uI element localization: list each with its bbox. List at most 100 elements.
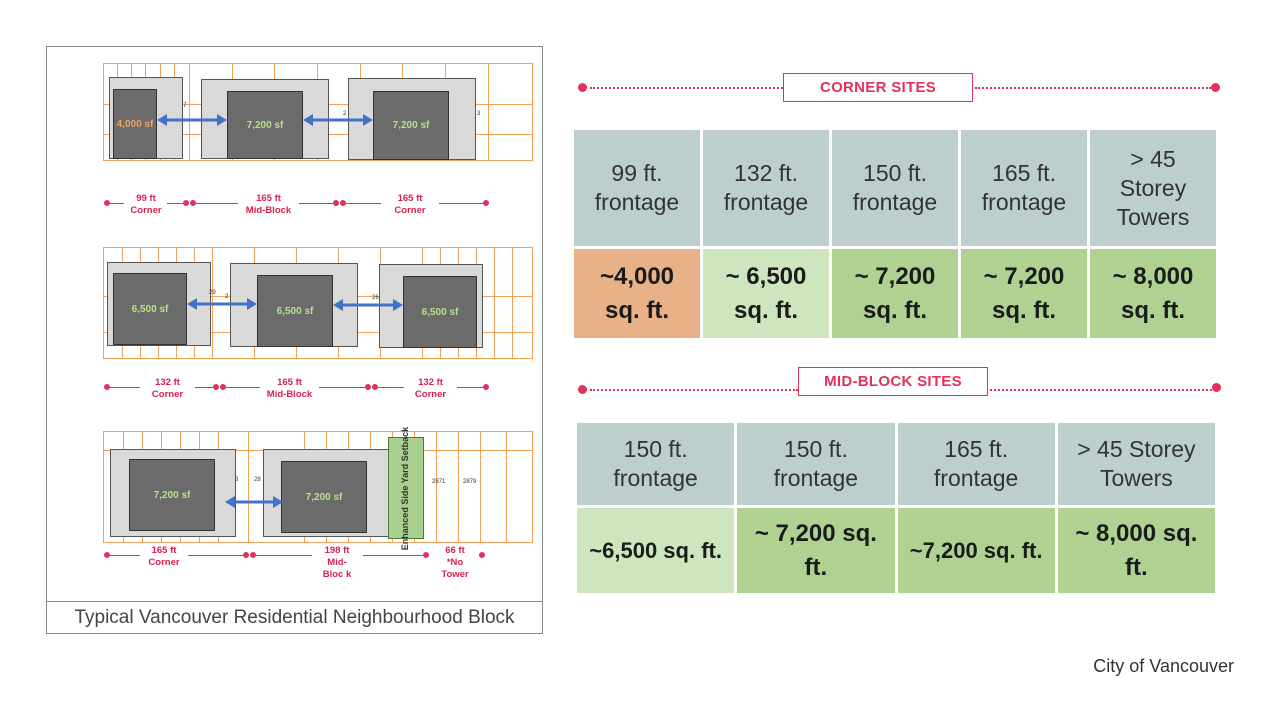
dotted-rule <box>975 87 1211 89</box>
tower-footprint: 6,500 sf <box>403 276 477 348</box>
dimension-dot <box>483 200 489 206</box>
dimension-line <box>457 387 485 388</box>
lot-number: 26 <box>372 295 379 301</box>
dimension-dot <box>190 200 196 206</box>
table-value-cell: ~4,000 sq. ft. <box>574 249 700 338</box>
dimension-line <box>319 387 365 388</box>
dot-marker <box>578 83 587 92</box>
dimension-dot <box>104 552 110 558</box>
dimension-line <box>110 203 124 204</box>
lot-number: 2 <box>225 294 229 300</box>
dimension-dot <box>213 384 219 390</box>
table-header-cell: 165 ft. frontage <box>961 130 1087 246</box>
dot-marker <box>1212 383 1221 392</box>
corner-sites-title: CORNER SITES <box>783 73 973 102</box>
tower-footprint: 7,200 sf <box>373 91 449 160</box>
mid-block-sites-table: 150 ft. frontage 150 ft. frontage 165 ft… <box>577 423 1215 593</box>
lot-number: 2879 <box>463 479 477 485</box>
dimension-line <box>363 555 423 556</box>
dot-marker <box>1211 83 1220 92</box>
lot-number: 7 <box>183 103 187 109</box>
dimension-dot <box>479 552 485 558</box>
dimension-dot <box>365 384 371 390</box>
dimension-line <box>256 555 312 556</box>
mid-block-sites-title: MID-BLOCK SITES <box>798 367 988 396</box>
separation-arrow-icon <box>157 114 227 126</box>
table-header-cell: > 45 Storey Towers <box>1057 423 1215 505</box>
diagram-caption: Typical Vancouver Residential Neighbourh… <box>47 601 542 633</box>
lot-number: 3 <box>477 111 481 117</box>
table-value-cell: ~6,500 sq. ft. <box>577 508 735 593</box>
table-header-cell: 150 ft. frontage <box>577 423 735 505</box>
separation-arrow-icon <box>303 114 373 126</box>
dimension-label: 66 ft*No Tower <box>441 545 469 580</box>
dot-marker <box>578 385 587 394</box>
tower-footprint: 7,200 sf <box>227 91 303 159</box>
lot-number: 29 <box>209 290 216 296</box>
dimension-dot <box>183 200 189 206</box>
dimension-line <box>167 203 183 204</box>
dimension-dot <box>340 200 346 206</box>
table-value-cell: ~ 8,000 sq. ft. <box>1057 508 1215 593</box>
dimension-line <box>346 203 381 204</box>
dimension-dot <box>104 200 110 206</box>
table-value-cell: ~ 7,200 sq. ft. <box>961 249 1087 338</box>
dimension-dot <box>250 552 256 558</box>
table-header-cell: 150 ft. frontage <box>832 130 958 246</box>
dimension-line <box>188 555 244 556</box>
dimension-line <box>195 387 213 388</box>
dotted-rule <box>590 389 798 391</box>
tower-footprint: 6,500 sf <box>257 275 333 347</box>
dimension-line <box>378 387 404 388</box>
table-value-cell: ~ 7,200 sq. ft. <box>832 249 958 338</box>
separation-arrow-icon <box>225 496 283 508</box>
lot-number: 2 <box>343 111 347 117</box>
lot-number: 2871 <box>432 479 446 485</box>
tower-footprint: 6,500 sf <box>113 273 187 345</box>
tower-footprint: 7,200 sf <box>281 461 367 533</box>
dimension-line <box>226 387 260 388</box>
dimension-dot <box>104 384 110 390</box>
table-header-cell: 99 ft. frontage <box>574 130 700 246</box>
dimension-line <box>196 203 238 204</box>
table-value-cell: ~7,200 sq. ft. <box>897 508 1055 593</box>
setback-zone: Enhanced Side Yard Setback <box>388 426 424 550</box>
dimension-line <box>110 387 140 388</box>
dotted-rule <box>590 87 783 89</box>
dimension-dot <box>220 384 226 390</box>
source-credit: City of Vancouver <box>1093 656 1234 676</box>
tower-footprint: 4,000 sf <box>113 89 157 159</box>
diagram-row-2: 6,500 sf 6,500 sf 6,500 sf 29 2 26 132 f… <box>47 247 542 417</box>
corner-sites-heading: CORNER SITES <box>578 73 1220 103</box>
mid-block-sites-heading: MID-BLOCK SITES <box>578 367 1221 397</box>
dimension-dot <box>483 384 489 390</box>
corner-sites-table: 99 ft. frontage 132 ft. frontage 150 ft.… <box>574 130 1216 338</box>
dimension-dot <box>372 384 378 390</box>
dimension-line <box>110 555 140 556</box>
dimension-line <box>439 203 485 204</box>
dotted-rule <box>990 389 1212 391</box>
lot-number: 3 <box>235 477 239 483</box>
table-header-cell: 165 ft. frontage <box>897 423 1055 505</box>
table-header-cell: 132 ft. frontage <box>703 130 829 246</box>
dimension-line <box>299 203 333 204</box>
diagram-row-3: 7,200 sf 7,200 sf Enhanced Side Yard Set… <box>47 426 542 591</box>
tower-footprint: 7,200 sf <box>129 459 215 531</box>
dimension-dot <box>423 552 429 558</box>
separation-arrow-icon <box>333 299 403 311</box>
table-value-cell: ~ 7,200 sq. ft. <box>737 508 895 593</box>
dimension-dot <box>243 552 249 558</box>
table-header-cell: 150 ft. frontage <box>737 423 895 505</box>
table-value-cell: ~ 8,000 sq. ft. <box>1090 249 1216 338</box>
lot-number: 28 <box>254 477 261 483</box>
